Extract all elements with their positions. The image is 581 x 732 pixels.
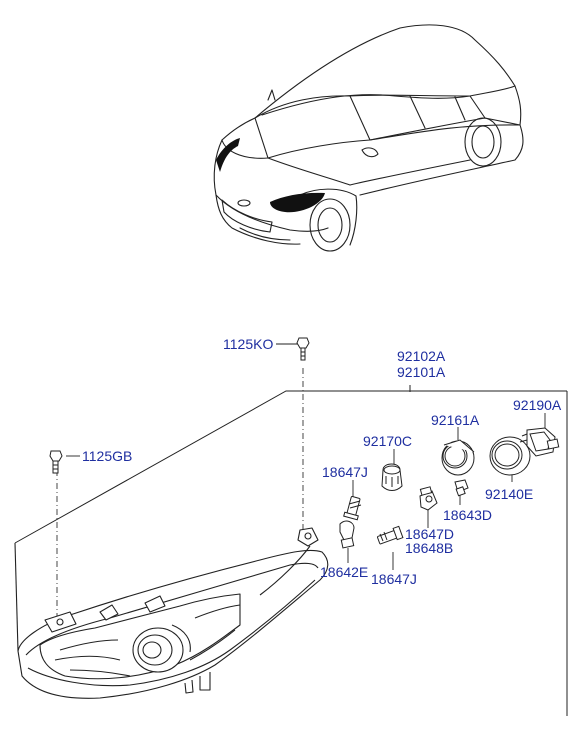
label-18643d: 18643D bbox=[443, 507, 492, 523]
bulb-18647j-bottom-icon bbox=[377, 525, 404, 545]
label-92101a: 92101A bbox=[397, 364, 446, 380]
label-18642e: 18642E bbox=[320, 564, 368, 580]
label-18647j-top: 18647J bbox=[322, 464, 368, 480]
label-18647d: 18647D bbox=[405, 526, 454, 542]
bolt-1125gb-icon bbox=[49, 450, 63, 474]
label-18648b: 18648B bbox=[405, 540, 453, 556]
bulb-18647d-icon bbox=[419, 486, 438, 511]
exploded-view-frame bbox=[14, 385, 568, 716]
bulb-18642e-icon bbox=[339, 520, 355, 549]
car-headlamp-left bbox=[216, 138, 240, 172]
label-18647j-bottom: 18647J bbox=[371, 571, 417, 587]
bolt-1125ko-icon bbox=[296, 337, 310, 361]
label-92102a: 92102A bbox=[397, 348, 446, 364]
bulb-92190a-icon bbox=[519, 427, 560, 457]
headlamp-assembly bbox=[14, 527, 329, 699]
label-1125ko: 1125KO bbox=[223, 336, 273, 352]
car-headlamp-right bbox=[270, 192, 325, 213]
label-1125gb: 1125GB bbox=[82, 448, 132, 464]
label-92161a: 92161A bbox=[431, 412, 480, 428]
bulb-18647j-top-icon bbox=[343, 495, 362, 521]
ring-92161a-icon bbox=[441, 439, 475, 476]
label-92170c: 92170C bbox=[363, 433, 412, 449]
cap-92170c-icon bbox=[381, 463, 403, 491]
solid-leaders bbox=[66, 343, 546, 570]
bulb-18643d-icon bbox=[454, 479, 469, 497]
label-92190a: 92190A bbox=[513, 397, 562, 413]
cover-92140e-icon bbox=[489, 436, 531, 476]
leader-lines bbox=[56, 368, 304, 620]
label-92140e: 92140E bbox=[485, 486, 533, 502]
car-illustration bbox=[213, 24, 524, 252]
